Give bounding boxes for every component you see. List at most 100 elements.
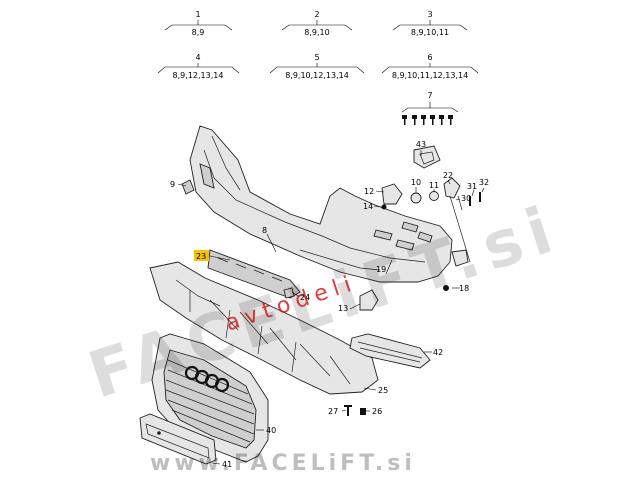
- washer-nozzle-cap: [381, 183, 403, 205]
- variant-2: 2 8,9,10: [281, 10, 353, 37]
- part-43-inner: [419, 151, 435, 165]
- lower-strip: [207, 249, 301, 299]
- sensor-11: [429, 191, 439, 201]
- label-23: 23: [196, 252, 206, 261]
- label-26: 26: [372, 407, 382, 416]
- part-30-shape: [449, 195, 471, 263]
- bumper-carrier: [149, 261, 379, 395]
- variant-number: 5: [314, 53, 319, 62]
- lower-strip-shape: [207, 249, 301, 299]
- part-22-shape: [443, 177, 461, 199]
- variant-number: 4: [195, 53, 200, 62]
- label-13: 13: [338, 304, 348, 313]
- variant-bracket: [381, 63, 479, 74]
- bumper-crease: [203, 149, 426, 263]
- variant-1: 1 8,9: [164, 10, 233, 37]
- bumper-side-vent: [199, 163, 215, 189]
- part-10-shape: [410, 192, 422, 204]
- variant-6: 6 8,9,10,11,12,13,14: [381, 53, 479, 80]
- watermark-footer: www.FACELiFT.si: [150, 451, 416, 476]
- clip-9: [181, 179, 195, 195]
- label-14: 14: [363, 202, 373, 211]
- audi-rings-logo: [184, 365, 230, 393]
- variant-bracket: [392, 20, 468, 31]
- label-8: 8: [262, 226, 267, 235]
- variant-parts: 8,9,10,11,12,13,14: [392, 71, 468, 80]
- bumper-lower-lip: [299, 249, 381, 271]
- variant-3: 3 8,9,10,11: [392, 10, 468, 37]
- variant-number: 1: [195, 10, 200, 19]
- label-7: 7: [427, 91, 432, 100]
- tow-hook-cover: [359, 289, 379, 311]
- label-23-highlight: [194, 250, 209, 261]
- variant-bracket: [281, 20, 353, 31]
- nut-26: [360, 408, 366, 415]
- variant-parts: 8,9,10: [304, 28, 329, 37]
- variant-legend: 1 8,9 2 8,9,10 3 8,9,10,11 4 8,9,12,13,1…: [157, 10, 479, 80]
- label-12: 12: [364, 187, 374, 196]
- fastener-24: [283, 287, 295, 299]
- label-11: 11: [429, 181, 439, 190]
- part-11-shape: [429, 191, 439, 201]
- bracket-22: [443, 177, 461, 199]
- label-42: 42: [433, 348, 443, 357]
- bumper-cover: [189, 125, 453, 283]
- bumper-cover-shape: [189, 125, 453, 283]
- bumper-sensor-hole: [373, 229, 393, 241]
- variant-number: 6: [427, 53, 432, 62]
- variant-parts: 8,9: [192, 28, 205, 37]
- variant-bracket: [157, 63, 240, 74]
- label-40: 40: [266, 426, 276, 435]
- fastener-set-7: [401, 102, 459, 125]
- variant-bracket: [164, 20, 233, 31]
- part-9-shape: [181, 179, 195, 195]
- part-14-shape: [381, 204, 387, 210]
- variant-parts: 8,9,10,11: [411, 28, 449, 37]
- part-26-shape: [360, 408, 366, 415]
- part-30-foot: [451, 249, 469, 267]
- license-plate-holder: [139, 413, 217, 465]
- label-27: 27: [328, 407, 338, 416]
- plate-holder-shape: [139, 413, 217, 465]
- plate-holder-hole: [157, 431, 161, 435]
- part-labels: 7 43 10 11 22 31 32 30 12 14 9 8 23 19 2…: [170, 91, 489, 469]
- sensor-10: [410, 192, 422, 204]
- bumper-sensor-hole: [395, 239, 415, 251]
- label-30: 30: [461, 194, 471, 203]
- lower-strip-slots: [217, 257, 283, 282]
- label-31: 31: [467, 182, 477, 191]
- variant-4: 4 8,9,12,13,14: [157, 53, 240, 80]
- part-18-shape: [443, 285, 449, 291]
- part-43-shape: [413, 145, 441, 169]
- carrier-shape: [149, 261, 379, 395]
- part-13-shape: [359, 289, 379, 311]
- variant-5: 5 8,9,10,12,13,14: [269, 53, 365, 80]
- part-24-shape: [283, 287, 295, 299]
- screw-18: [443, 285, 449, 291]
- set-7-bracket: [401, 102, 459, 113]
- bumper-sensor-hole: [401, 221, 419, 233]
- rod-30: [449, 195, 471, 267]
- screw-14: [381, 204, 387, 210]
- side-vent-slats: [357, 341, 423, 363]
- part-27-shape: [344, 405, 352, 416]
- fog-light-cover: [413, 145, 441, 169]
- variant-parts: 8,9,10,12,13,14: [285, 71, 349, 80]
- side-vent-grille: [349, 333, 431, 369]
- label-25: 25: [378, 386, 388, 395]
- part-12-shape: [381, 183, 403, 205]
- variant-number: 2: [314, 10, 319, 19]
- label-9: 9: [170, 180, 175, 189]
- plate-holder-inner: [145, 423, 210, 459]
- label-24: 24: [300, 293, 310, 302]
- label-22: 22: [443, 171, 453, 180]
- carrier-ribs: [175, 279, 351, 385]
- bumper-sensor-hole: [417, 231, 433, 243]
- label-43: 43: [416, 140, 426, 149]
- label-10: 10: [411, 178, 421, 187]
- variant-number: 3: [427, 10, 432, 19]
- bumper-edge-line: [211, 135, 241, 191]
- variant-parts: 8,9,12,13,14: [173, 71, 224, 80]
